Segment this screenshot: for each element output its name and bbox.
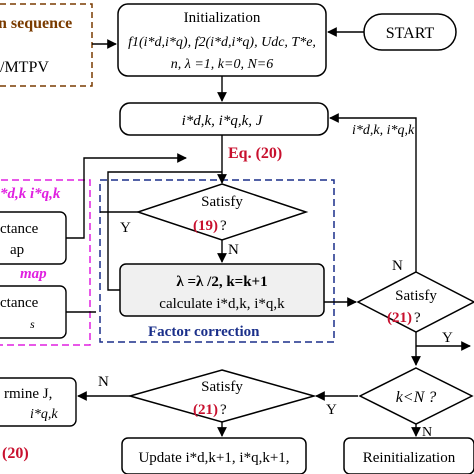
satisfy19-num: (19) [193,218,218,234]
satisfy19-line1: Satisfy [201,194,243,210]
feedback-arrow [329,113,417,286]
current-box: i*d,k, i*q,k, J [119,102,329,136]
map-group: *d,k i*q,k ctance ap map ctance s [0,179,91,346]
update-label: Update i*d,k+1, i*q,k+1, [138,450,289,466]
satisfy21r-q: ? [414,310,421,326]
satisfy21r-no: N [392,258,403,274]
initialization-box: Initialization f1(i*d,i*q), f2(i*d,i*q),… [117,3,327,77]
satisfy21r-line1: Satisfy [395,288,437,304]
satisfy21b-yes: Y [326,402,337,418]
lambda-box: λ =λ /2, k=k+1 calculate i*d,k, i*q,k [119,263,325,317]
init-line2: n, λ =1, k=0, N=6 [171,57,273,72]
factor-title: Factor correction [148,324,260,340]
satisfy21-bottom-diamond: Satisfy (21) ? [127,369,317,423]
reinit-box: Reinitialization [343,437,474,474]
satisfy21-right-diamond: Satisfy (21) ? [356,271,474,333]
lambda-loop-line [107,171,222,291]
eq20-bottom: (20) [2,445,29,462]
reinit-label: Reinitialization [363,450,456,466]
satisfy19-no: N [228,242,239,258]
kn-no: N [422,425,432,440]
init-title: Initialization [184,10,261,26]
map-box2-line1: ctance [0,295,39,311]
satisfy21b-num: (21) [193,402,218,418]
determine-line1: rmine J, [4,386,52,402]
kn-diamond: k<N ? [358,367,474,425]
lambda-line2: calculate i*d,k, i*q,k [159,296,285,312]
init-line1: f1(i*d,i*q), f2(i*d,i*q), Udc, T*e, [128,35,316,50]
sequence-sub: /MTPV [0,59,49,76]
kn-label: k<N ? [396,389,437,406]
current-label: i*d,k, i*q,k, J [182,113,264,129]
start-label: START [386,25,435,42]
determine-line2: i*q,k [30,407,58,422]
sequence-label: n sequence [0,15,72,32]
feedback-label: i*d,k, i*q,k [352,123,415,138]
map-box1-line2: ap [10,242,24,258]
satisfy21b-q: ? [220,402,227,418]
satisfy21b-line1: Satisfy [201,379,243,395]
satisfy19-diamond: Satisfy (19) ? [135,183,309,241]
map-box1-line1: ctance [0,221,39,237]
map-box2-line2: s [30,317,35,331]
eq20-label: Eq. (20) [228,145,282,162]
satisfy19-q: ? [220,218,227,234]
map-title: map [20,266,47,282]
satisfy19-yes: Y [120,220,131,236]
map-header: *d,k i*q,k [0,186,61,202]
map-box1-arrow [66,153,187,239]
lambda-line1: λ =λ /2, k=k+1 [176,274,267,290]
update-box: Update i*d,k+1, i*q,k+1, [121,437,307,474]
sequence-box: n sequence /MTPV [0,3,93,87]
determine-box: rmine J, i*q,k [0,377,77,427]
start-box: START [363,13,457,51]
satisfy21r-num: (21) [387,310,412,326]
satisfy21b-no: N [98,374,109,390]
satisfy21r-yes: Y [442,330,453,346]
factor-correction-group: Factor correction [99,179,335,343]
